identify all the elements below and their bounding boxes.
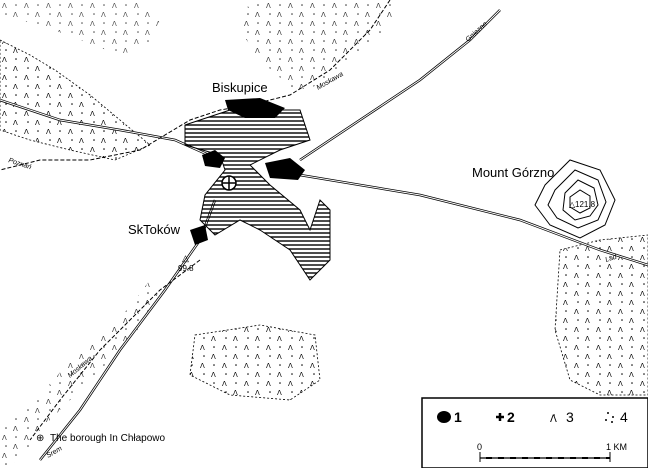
forest-south	[189, 324, 321, 401]
forest-nw	[0, 39, 151, 161]
triangle-icon-gorzno: △	[569, 200, 576, 209]
footnote-symbol: ⊕	[36, 433, 44, 444]
lake-main	[184, 109, 331, 281]
settlement-east	[265, 158, 305, 180]
moskawa-river	[0, 0, 391, 171]
deciduous-tree-icon: ᐱ̇	[550, 413, 557, 425]
skokow-settlement	[190, 225, 208, 245]
biskupice-settlement	[225, 98, 285, 118]
legend-3-num: 3	[566, 409, 574, 425]
label-mount-gorzno: Mount Górzno	[472, 165, 554, 180]
settlements	[190, 98, 305, 245]
lake	[184, 109, 331, 281]
mount-gorzno-contours	[534, 159, 616, 239]
label-skokow: SkToków	[128, 222, 181, 237]
footnote-text: The borough In Chłapowo	[50, 433, 166, 444]
label-gniezno: Gniezno	[465, 21, 489, 44]
footnote: ⊕ The borough In Chłapowo	[36, 433, 166, 444]
scale-end: 1 KM	[606, 442, 627, 452]
label-poznan: Poznań	[7, 157, 32, 171]
black-blob-icon	[437, 411, 451, 423]
legend-4-num: 4	[620, 409, 628, 425]
scale-start: 0	[477, 442, 482, 452]
moskawa-river-south	[29, 259, 201, 441]
triangle-icon-skokow: △	[182, 253, 189, 263]
elevation-gorzno: 121.8	[575, 200, 596, 209]
label-lad: Lad	[604, 253, 618, 264]
elevation-skokow: 99.8	[178, 264, 194, 273]
dots-icon	[605, 412, 614, 423]
label-biskupice: Biskupice	[212, 80, 268, 95]
lad-road-inner	[299, 174, 648, 266]
legend-2-num: 2	[507, 409, 515, 425]
scale-bar	[479, 452, 611, 462]
forest-river-sw	[0, 280, 160, 468]
gniezno-road-inner	[299, 9, 501, 161]
forest-east	[554, 234, 648, 396]
elevation-markers: △ 121.8 △ 99.8	[178, 200, 596, 273]
label-srem: Śrem	[45, 443, 64, 459]
cross-icon	[496, 413, 504, 421]
legend: 1 2 ᐱ̇ 3 4 0 1 KM	[421, 397, 648, 468]
legend-1-num: 1	[454, 409, 462, 425]
chlapowo-borough-marker	[221, 175, 237, 191]
forest-ne	[240, 0, 400, 95]
place-labels: Biskupice Mount Górzno SkToków	[128, 80, 554, 237]
forest-north-top	[0, 0, 160, 55]
settlement-west	[202, 150, 225, 168]
